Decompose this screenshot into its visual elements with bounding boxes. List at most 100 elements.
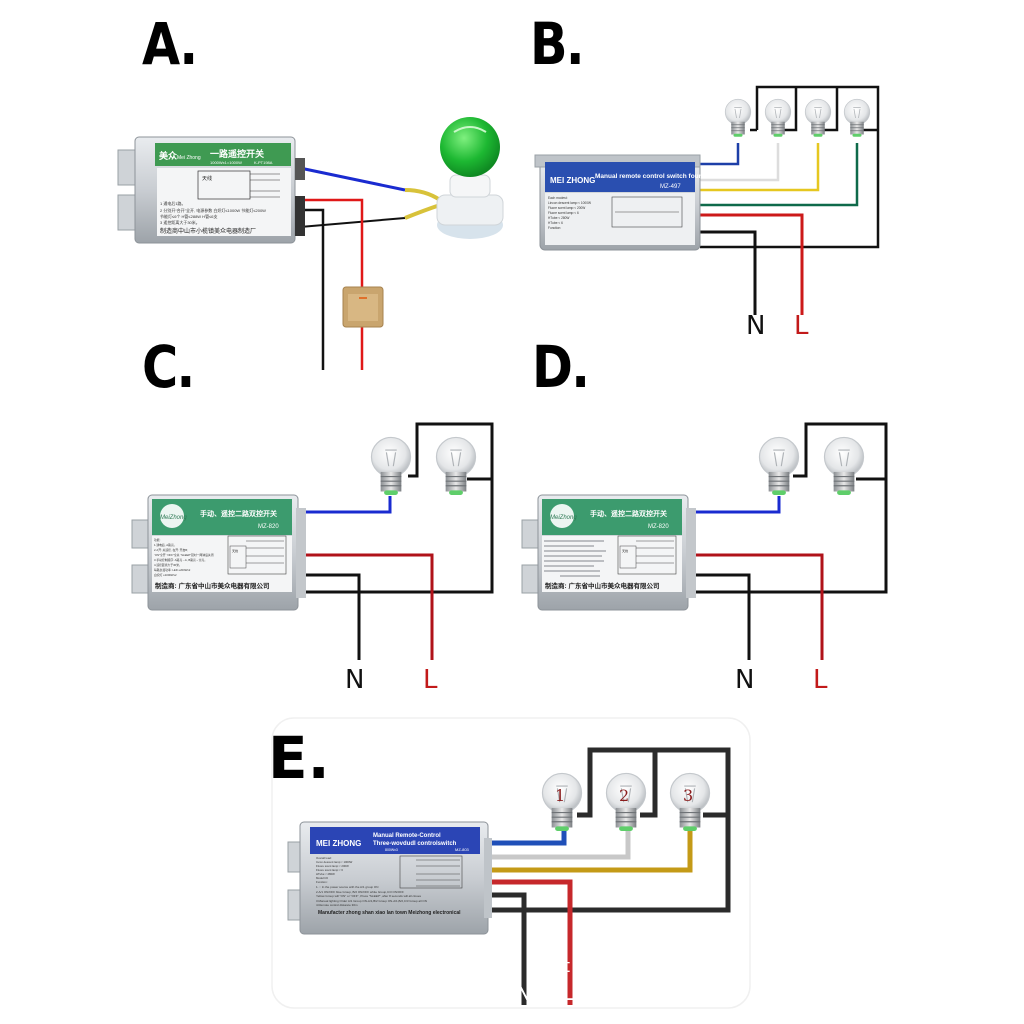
wire-red-live <box>700 213 804 315</box>
panel-label-a: A. <box>142 10 198 78</box>
controller-device-a: 美众 Mei Zhong 一路遥控开关 1000Wx1=1000W K-PT19… <box>117 136 305 244</box>
wire-blue <box>700 143 740 166</box>
device-maker: 制造商: 广东省中山市美众电器有限公司 <box>155 581 269 590</box>
device-brand: 美众 <box>159 150 178 161</box>
device-rating: 1000Wx1=1000W <box>210 160 242 165</box>
note-line: 4.Remote control distance 30m <box>316 903 358 907</box>
note-line: Function: <box>316 880 328 884</box>
wire-black-bridges <box>640 750 728 818</box>
note-line: HTube:< 280W <box>316 872 335 876</box>
wire-yellow <box>486 830 693 873</box>
device-title: 手动、遥控二路双控开关 <box>200 509 277 518</box>
bulb <box>370 436 412 496</box>
panel-b: MEI ZHONG Manual remote control switch f… <box>534 85 880 341</box>
controller-device-d: MeiZhong 手动、遥控二路双控开关 MZ-820 天线 制造商: 广东省中… <box>521 494 696 611</box>
device-title: 一路遥控开关 <box>210 148 264 159</box>
panel-c: MeiZhong 手动、遥控二路双控开关 MZ-820 功能: 1.通电后, A… <box>131 422 494 695</box>
bulb <box>823 436 865 496</box>
wire-black-to-lamp <box>299 217 406 228</box>
note-line: 3.手动控制顺序: A路亮→A, B路亮→全亮。 <box>154 558 207 562</box>
note-line: 2.A开: 关遥控, 在开: 开启B; <box>154 548 188 552</box>
wire-red-live <box>690 553 824 660</box>
note-line: 节能灯≤6个 H管≤288W H管≤6支 <box>160 213 217 219</box>
wire-black-common <box>700 85 880 249</box>
panel-label-d: D. <box>532 333 590 401</box>
antenna-label: 天线 <box>202 175 212 182</box>
note-line: 白炽灯 ≤1000Wx2 <box>154 573 177 577</box>
wire-black-common <box>488 747 731 913</box>
note-line: HTube:< 280W <box>548 216 569 220</box>
device-title: Manual remote control switch four <box>595 173 702 180</box>
device-brand: MeiZhong <box>160 515 187 521</box>
controller-device-e: MEI ZHONG Manual Remote-Control Three-wo… <box>287 821 492 935</box>
terminal-neutral: N <box>746 311 765 341</box>
device-maker: 制造商: 广东省中山市美众电器有限公司 <box>545 581 659 590</box>
note-line: 2 分别开“合开”全开, 电源参数 白炽灯≤1000W 节能灯≤200W <box>160 207 266 213</box>
device-title-line1: Manual Remote-Control <box>373 833 441 839</box>
device-brand: MEI ZHONG <box>316 839 361 848</box>
wire-yellow-lead <box>404 188 442 202</box>
device-model: MZ-820 <box>648 524 669 530</box>
device-model: MZ-497 <box>660 184 681 190</box>
wire-black-neutral <box>700 230 757 315</box>
terminal-live: L <box>562 981 574 1005</box>
note-line: Fluore scent lamp:< 200W <box>548 206 585 210</box>
green-lamp <box>436 117 504 239</box>
wire-yellow-lead-2 <box>404 203 441 220</box>
bulb-number-3: 3 <box>683 786 693 805</box>
note-line: Incon descent lamp:< 1000W <box>316 860 353 864</box>
wire-green <box>700 143 859 207</box>
wire-blue <box>687 496 781 514</box>
controller-device-b: MEI ZHONG Manual remote control switch f… <box>534 154 702 251</box>
device-maker: Manufacter zhong shan xiao lan town Meiz… <box>318 910 461 916</box>
device-rating: 800Wx3 <box>385 848 398 852</box>
faint-text-2: t <box>563 956 570 977</box>
note-line: “ON”全开 “OFF”全关 “SLEEP”延时一两钟后关闭 <box>154 553 214 557</box>
note-line: 3 遥控距离大于30米。 <box>160 219 200 225</box>
device-brand-latin: Mei Zhong <box>177 155 201 161</box>
bulb-number-2: 2 <box>619 786 629 805</box>
wire-black <box>300 208 325 370</box>
wire-black-neutral <box>300 573 361 660</box>
wire-yellow <box>700 143 820 192</box>
note-line: 1 通电后1路。 <box>160 200 186 206</box>
wire-blue <box>486 830 567 846</box>
controller-device-c: MeiZhong 手动、遥控二路双控开关 MZ-820 功能: 1.通电后, A… <box>131 494 306 611</box>
antenna-label: 天线 <box>232 548 238 553</box>
bulb <box>724 98 752 138</box>
terminal-live: L <box>813 665 828 695</box>
bulb <box>758 436 800 496</box>
note-line: Yellow Group will "ON" or "OFF" ,Press "… <box>316 894 421 898</box>
wire-red <box>300 198 364 370</box>
note-line: Fluore scent lamp:< 6 <box>548 211 579 215</box>
panel-d: MeiZhong 手动、遥控二路双控开关 MZ-820 天线 制造商: 广东省中… <box>521 422 888 695</box>
device-brand: MeiZhong <box>550 515 577 521</box>
antenna-label: 天线 <box>622 548 628 553</box>
panel-label-b: B. <box>530 10 585 78</box>
panel-label-c: C. <box>142 333 195 401</box>
note-line: Overall load: <box>316 856 332 860</box>
note-line: Fluore scent lamp:< 6 <box>316 868 343 872</box>
wire-white <box>700 143 780 182</box>
device-model: K-PT198A <box>254 160 273 165</box>
device-title: 手动、遥控二路双控开关 <box>590 509 667 518</box>
device-brand: MEI ZHONG <box>550 176 595 185</box>
panel-label-e: E. <box>268 724 330 792</box>
terminal-live: L <box>794 311 809 341</box>
note-line: Fluore scent lamp:< 200W <box>316 864 349 868</box>
device-model: MZ-820 <box>258 524 279 530</box>
wire-red-live <box>300 553 434 660</box>
wire-black-common <box>300 422 494 594</box>
panel-e: E. 1 2 3 MEI ZHONG Manual Remote-Control… <box>268 717 751 1009</box>
wire-black-bridges <box>783 87 878 132</box>
wire-black-neutral <box>690 573 751 660</box>
wire-blue <box>299 166 406 192</box>
note-line: 功能: <box>154 538 161 542</box>
bulb-number-1: 1 <box>555 786 565 805</box>
terminal-neutral: N <box>345 665 364 695</box>
device-title-line2: Three-wovdudl controlswitch <box>373 841 457 847</box>
device-maker: 制造商中山市小榄镇美众电器制造厂 <box>160 227 256 235</box>
wall-switch <box>342 286 384 328</box>
wire-white <box>486 830 631 860</box>
